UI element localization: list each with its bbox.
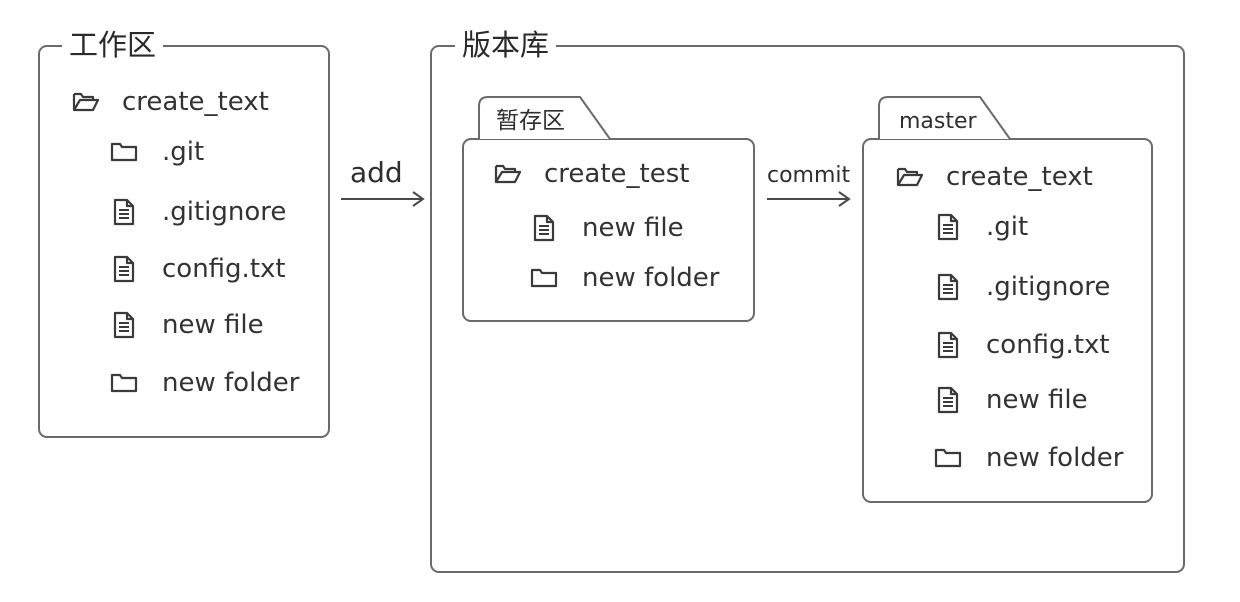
- staging-root-folder[interactable]: create_test: [494, 157, 689, 191]
- folder-open-icon: [72, 88, 100, 116]
- master-item-newfile[interactable]: new file: [934, 383, 1088, 417]
- repository-title: 版本库: [455, 28, 557, 62]
- add-arrow-label: add: [350, 156, 403, 189]
- file-icon: [934, 213, 962, 241]
- wd-item-label: new file: [162, 310, 264, 340]
- commit-arrow-label: commit: [767, 163, 851, 188]
- master-root-label: create_text: [946, 162, 1093, 192]
- wd-item-config[interactable]: config.txt: [110, 252, 286, 286]
- folder-icon: [934, 444, 962, 472]
- file-icon: [934, 386, 962, 414]
- file-icon: [110, 255, 138, 283]
- master-branch-panel: [862, 138, 1153, 503]
- wd-item-gitignore[interactable]: .gitignore: [110, 195, 286, 229]
- master-item-label: config.txt: [986, 330, 1110, 360]
- commit-arrow: [767, 191, 851, 207]
- add-arrow: [341, 191, 425, 207]
- folder-open-icon: [896, 163, 924, 191]
- wd-root-folder[interactable]: create_text: [72, 85, 269, 119]
- file-icon: [934, 273, 962, 301]
- master-item-label: new file: [986, 385, 1088, 415]
- master-item-config[interactable]: config.txt: [934, 328, 1110, 362]
- wd-root-label: create_text: [122, 87, 269, 117]
- file-icon: [530, 214, 558, 242]
- staging-area-tab: [478, 96, 611, 140]
- master-item-label: .git: [986, 212, 1029, 242]
- master-item-gitignore[interactable]: .gitignore: [934, 270, 1110, 304]
- wd-item-label: .git: [162, 137, 205, 167]
- staging-item-label: new file: [582, 213, 684, 243]
- wd-item-label: .gitignore: [162, 197, 287, 227]
- working-directory-title: 工作区: [62, 28, 164, 62]
- folder-icon: [110, 138, 138, 166]
- wd-item-newfolder[interactable]: new folder: [110, 366, 299, 400]
- master-item-git[interactable]: .git: [934, 210, 1028, 244]
- file-icon: [110, 311, 138, 339]
- wd-item-label: config.txt: [162, 254, 286, 284]
- master-branch-tab: [878, 96, 1011, 140]
- folder-open-icon: [494, 160, 522, 188]
- master-branch-tab-label: master: [899, 109, 977, 134]
- folder-icon: [110, 369, 138, 397]
- wd-item-label: new folder: [162, 368, 300, 398]
- master-root-folder[interactable]: create_text: [896, 160, 1093, 194]
- master-item-newfolder[interactable]: new folder: [934, 441, 1123, 475]
- staging-item-newfolder[interactable]: new folder: [530, 261, 719, 295]
- file-icon: [934, 331, 962, 359]
- staging-root-label: create_test: [544, 159, 690, 189]
- staging-area-tab-label: 暂存区: [496, 108, 565, 134]
- staging-item-newfile[interactable]: new file: [530, 211, 684, 245]
- folder-icon: [530, 264, 558, 292]
- wd-item-git[interactable]: .git: [110, 135, 204, 169]
- file-icon: [110, 198, 138, 226]
- wd-item-newfile[interactable]: new file: [110, 308, 264, 342]
- master-item-label: new folder: [986, 443, 1124, 473]
- staging-item-label: new folder: [582, 263, 720, 293]
- master-item-label: .gitignore: [986, 272, 1111, 302]
